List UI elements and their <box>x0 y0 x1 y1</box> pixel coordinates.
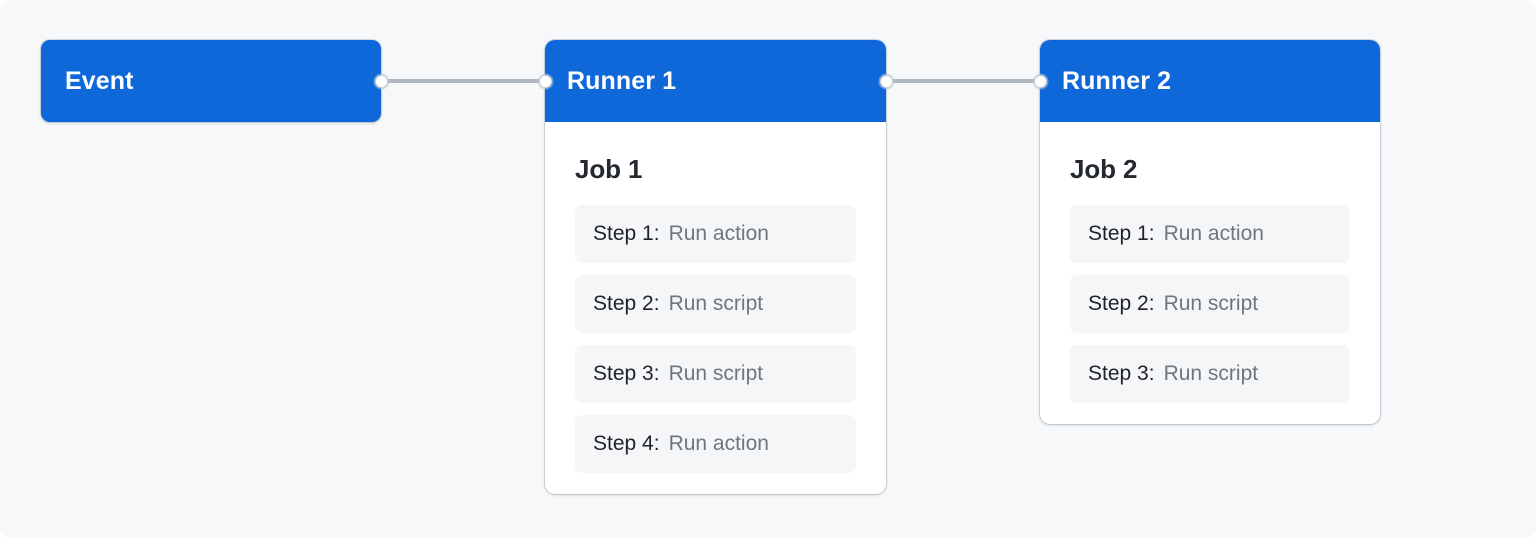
node-event[interactable]: Event <box>41 40 381 122</box>
event-node-label: Event <box>65 66 134 95</box>
runner-1-step-list: Step 1: Run action Step 2: Run script St… <box>575 205 856 473</box>
step-value: Run script <box>1163 362 1259 385</box>
runner-1-job-title: Job 1 <box>575 154 643 184</box>
runner-2-header: Runner 2 <box>1040 40 1380 122</box>
step-label: Step 4: <box>593 432 660 455</box>
step-row[interactable]: Step 3: Run script <box>575 345 856 403</box>
edge-event-to-runner1 <box>382 79 546 83</box>
step-label: Step 3: <box>593 362 660 385</box>
step-label: Step 3: <box>1088 362 1155 385</box>
runner-1-header: Runner 1 <box>545 40 886 122</box>
node-runner-2[interactable]: Runner 2 Job 2 Step 1: Run action Step 2… <box>1040 40 1380 424</box>
step-row[interactable]: Step 2: Run script <box>1070 275 1350 333</box>
step-value: Run script <box>668 292 764 315</box>
port-event-output[interactable] <box>375 75 388 88</box>
step-row[interactable]: Step 2: Run script <box>575 275 856 333</box>
step-row[interactable]: Step 3: Run script <box>1070 345 1350 403</box>
runner-2-body: Job 2 Step 1: Run action Step 2: Run scr… <box>1040 122 1380 424</box>
runner-2-job-title: Job 2 <box>1070 154 1138 184</box>
step-value: Run action <box>668 222 769 245</box>
edge-runner1-to-runner2 <box>884 79 1040 83</box>
runner-2-step-list: Step 1: Run action Step 2: Run script St… <box>1070 205 1350 403</box>
step-label: Step 1: <box>593 222 660 245</box>
port-runner-1-input[interactable] <box>539 75 552 88</box>
step-value: Run action <box>1163 222 1264 245</box>
step-label: Step 2: <box>1088 292 1155 315</box>
node-runner-1[interactable]: Runner 1 Job 1 Step 1: Run action Step 2… <box>545 40 886 494</box>
step-value: Run action <box>668 432 769 455</box>
step-label: Step 2: <box>593 292 660 315</box>
runner-1-body: Job 1 Step 1: Run action Step 2: Run scr… <box>545 122 886 494</box>
step-row[interactable]: Step 1: Run action <box>1070 205 1350 263</box>
step-value: Run script <box>1163 292 1259 315</box>
step-row[interactable]: Step 4: Run action <box>575 415 856 473</box>
step-label: Step 1: <box>1088 222 1155 245</box>
port-runner-2-input[interactable] <box>1034 75 1047 88</box>
runner-1-title: Runner 1 <box>567 66 677 95</box>
runner-2-title: Runner 2 <box>1062 66 1172 95</box>
port-runner-1-output[interactable] <box>880 75 893 88</box>
step-value: Run script <box>668 362 764 385</box>
step-row[interactable]: Step 1: Run action <box>575 205 856 263</box>
